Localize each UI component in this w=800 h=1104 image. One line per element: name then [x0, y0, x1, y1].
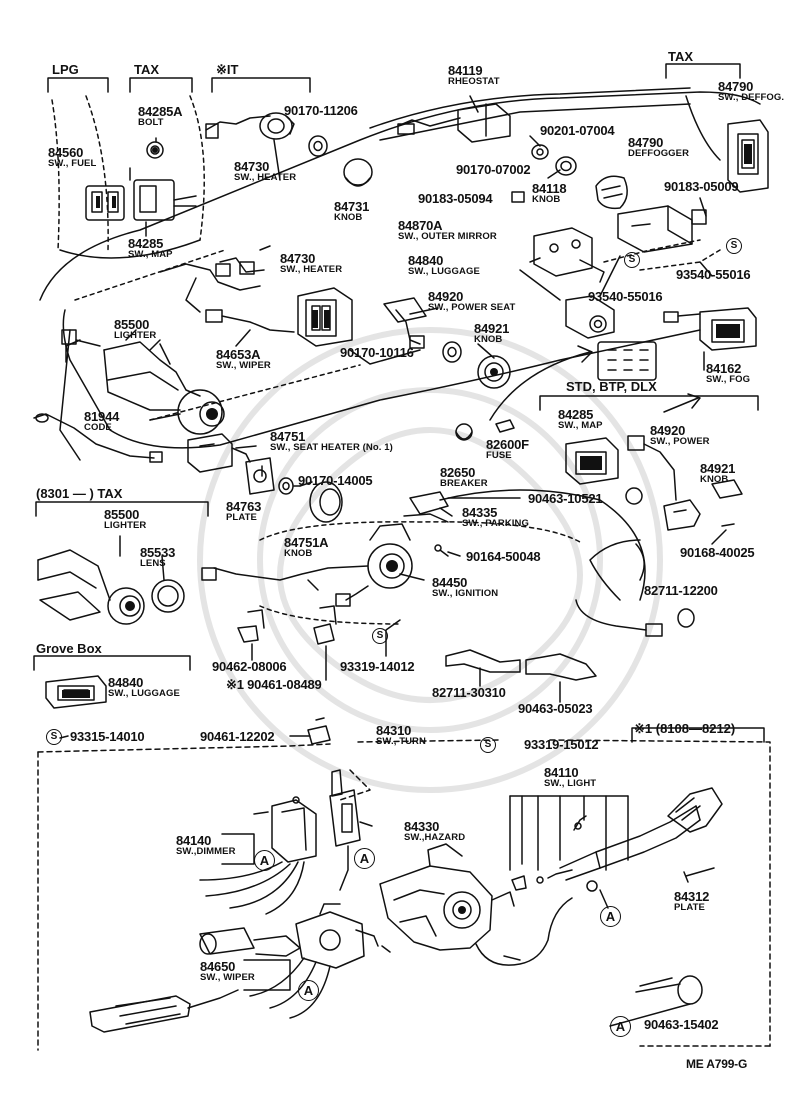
header-lpg: LPG [52, 62, 79, 77]
header-grove-box: Grove Box [36, 641, 102, 656]
part-label: 90462-08006 [212, 659, 287, 674]
header-tax-top-left: TAX [134, 62, 160, 77]
s-circle-symbol: S [726, 238, 742, 254]
s-circle-symbol: S [480, 737, 496, 753]
part-label: 90183-05094 [418, 191, 493, 206]
part-label: 90463-15402 [644, 1017, 719, 1032]
part-label: 93315-14010 [70, 729, 145, 744]
part-label: 90170-10116 [340, 345, 414, 360]
part-label: 90164-50048 [466, 549, 541, 564]
header-it: ※IT [216, 62, 239, 77]
part-label: 93319-15012 [524, 737, 599, 752]
a-circle-symbol: A [254, 850, 275, 871]
part-label: 93540-55016 [676, 267, 751, 282]
part-label: 90183-05009 [664, 179, 739, 194]
a-circle-symbol: A [354, 848, 375, 869]
part-label: 90463-05023 [518, 701, 593, 716]
footer-ref: ME A799-G [686, 1057, 748, 1071]
a-circle-symbol: A [600, 906, 621, 927]
part-label: 90168-40025 [680, 545, 755, 560]
header-std-btp-dlx: STD, BTP, DLX [566, 379, 657, 394]
a-circle-symbol: A [610, 1016, 631, 1037]
header-tax-top-right: TAX [668, 49, 694, 64]
part-label: 90461-12202 [200, 729, 275, 744]
s-circle-symbol: S [624, 252, 640, 268]
part-label: 90170-07002 [456, 162, 531, 177]
s-circle-symbol: S [46, 729, 62, 745]
header-tax-8301: (8301 — ) TAX [36, 486, 123, 501]
part-label: 93540-55016 [588, 289, 663, 304]
part-label: 90463-10521 [528, 491, 603, 506]
part-label: 90201-07004 [540, 123, 615, 138]
a-circle-symbol: A [298, 980, 319, 1001]
part-label: ※1 90461-08489 [226, 677, 322, 692]
part-label: 82711-30310 [432, 685, 506, 700]
part-label: 90170-11206 [284, 103, 358, 118]
header-range-8108: ※1 (8108—8212) [634, 721, 736, 736]
s-circle-symbol: S [372, 628, 388, 644]
part-label: 90170-14005 [298, 473, 373, 488]
part-label: 82711-12200 [644, 583, 718, 598]
part-label: 93319-14012 [340, 659, 415, 674]
